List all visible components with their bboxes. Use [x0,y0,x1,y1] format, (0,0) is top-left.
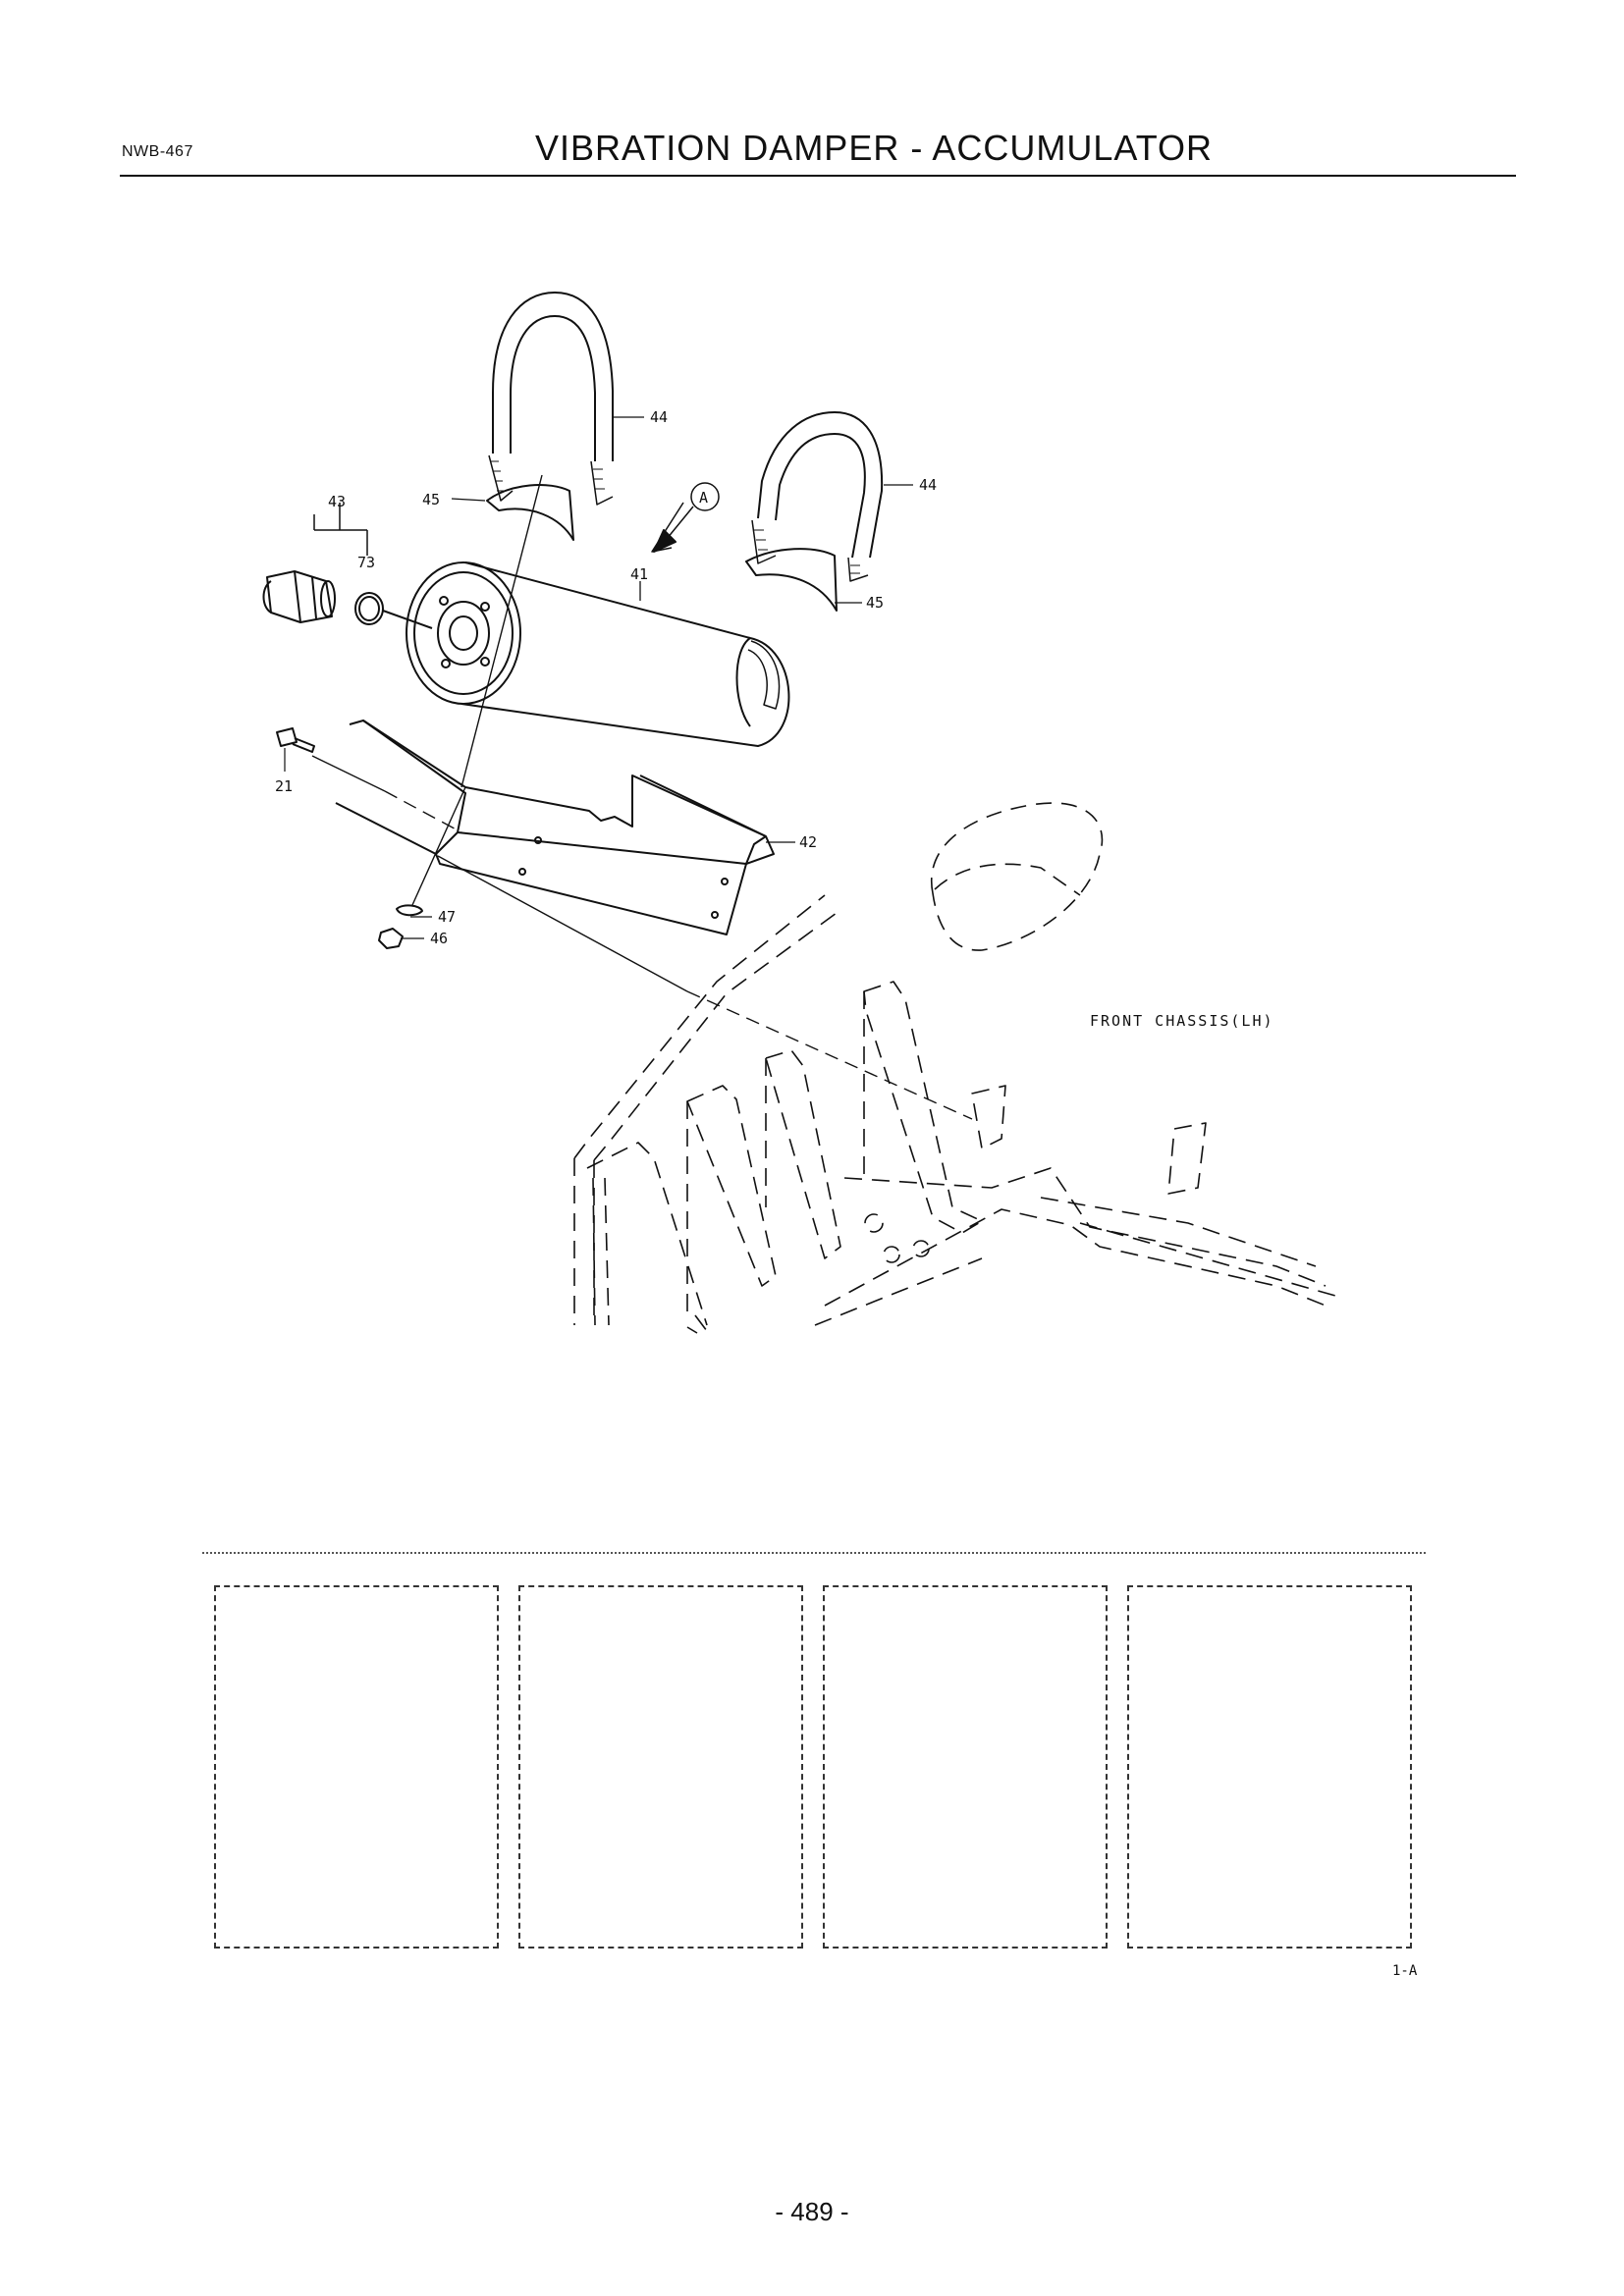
callout-41: 41 [630,565,648,583]
saddle-pad-left [486,484,574,541]
washer-and-nut [378,904,423,949]
page-title: VIBRATION DAMPER - ACCUMULATOR [534,128,1214,168]
callout-44-left: 44 [650,408,668,426]
view-marker-letter: A [699,489,708,507]
front-chassis-outline [573,894,1336,1334]
callout-42: 42 [799,833,817,851]
page-number: - 489 - [775,2197,849,2226]
detail-box-1 [214,1585,499,1949]
mounting-bracket [335,720,775,935]
callout-21: 21 [275,777,293,795]
bolt [276,727,315,772]
detail-box-3 [823,1585,1108,1949]
callout-46: 46 [430,930,448,947]
accumulator-cylinder [406,561,790,747]
callout-leaders [401,416,913,939]
callout-44-right: 44 [919,476,937,494]
detail-strip-rule [202,1552,1426,1554]
callout-45-left: 45 [422,491,440,508]
u-bolt-left [488,292,614,506]
view-arrow [651,482,720,553]
view-reference: 1-A [1392,1963,1418,1979]
tank-outline [930,802,1104,951]
callout-47: 47 [438,908,456,926]
header-rule [120,175,1516,177]
detail-box-4 [1127,1585,1412,1949]
fitting-assembly [262,503,433,629]
callout-73: 73 [357,554,375,571]
chassis-label: FRONT CHASSIS(LH) [1090,1012,1274,1030]
callout-45-right: 45 [866,594,884,612]
detail-box-2 [518,1585,803,1949]
callout-43: 43 [328,493,346,510]
saddle-pad-right [745,548,838,612]
callout-labels: 44 44 45 45 43 73 41 21 42 47 46 A FRONT… [275,408,1274,1030]
document-code: NWB-467 [122,143,193,160]
u-bolt-right [751,411,884,582]
assembly-guide-lines [311,474,973,1120]
